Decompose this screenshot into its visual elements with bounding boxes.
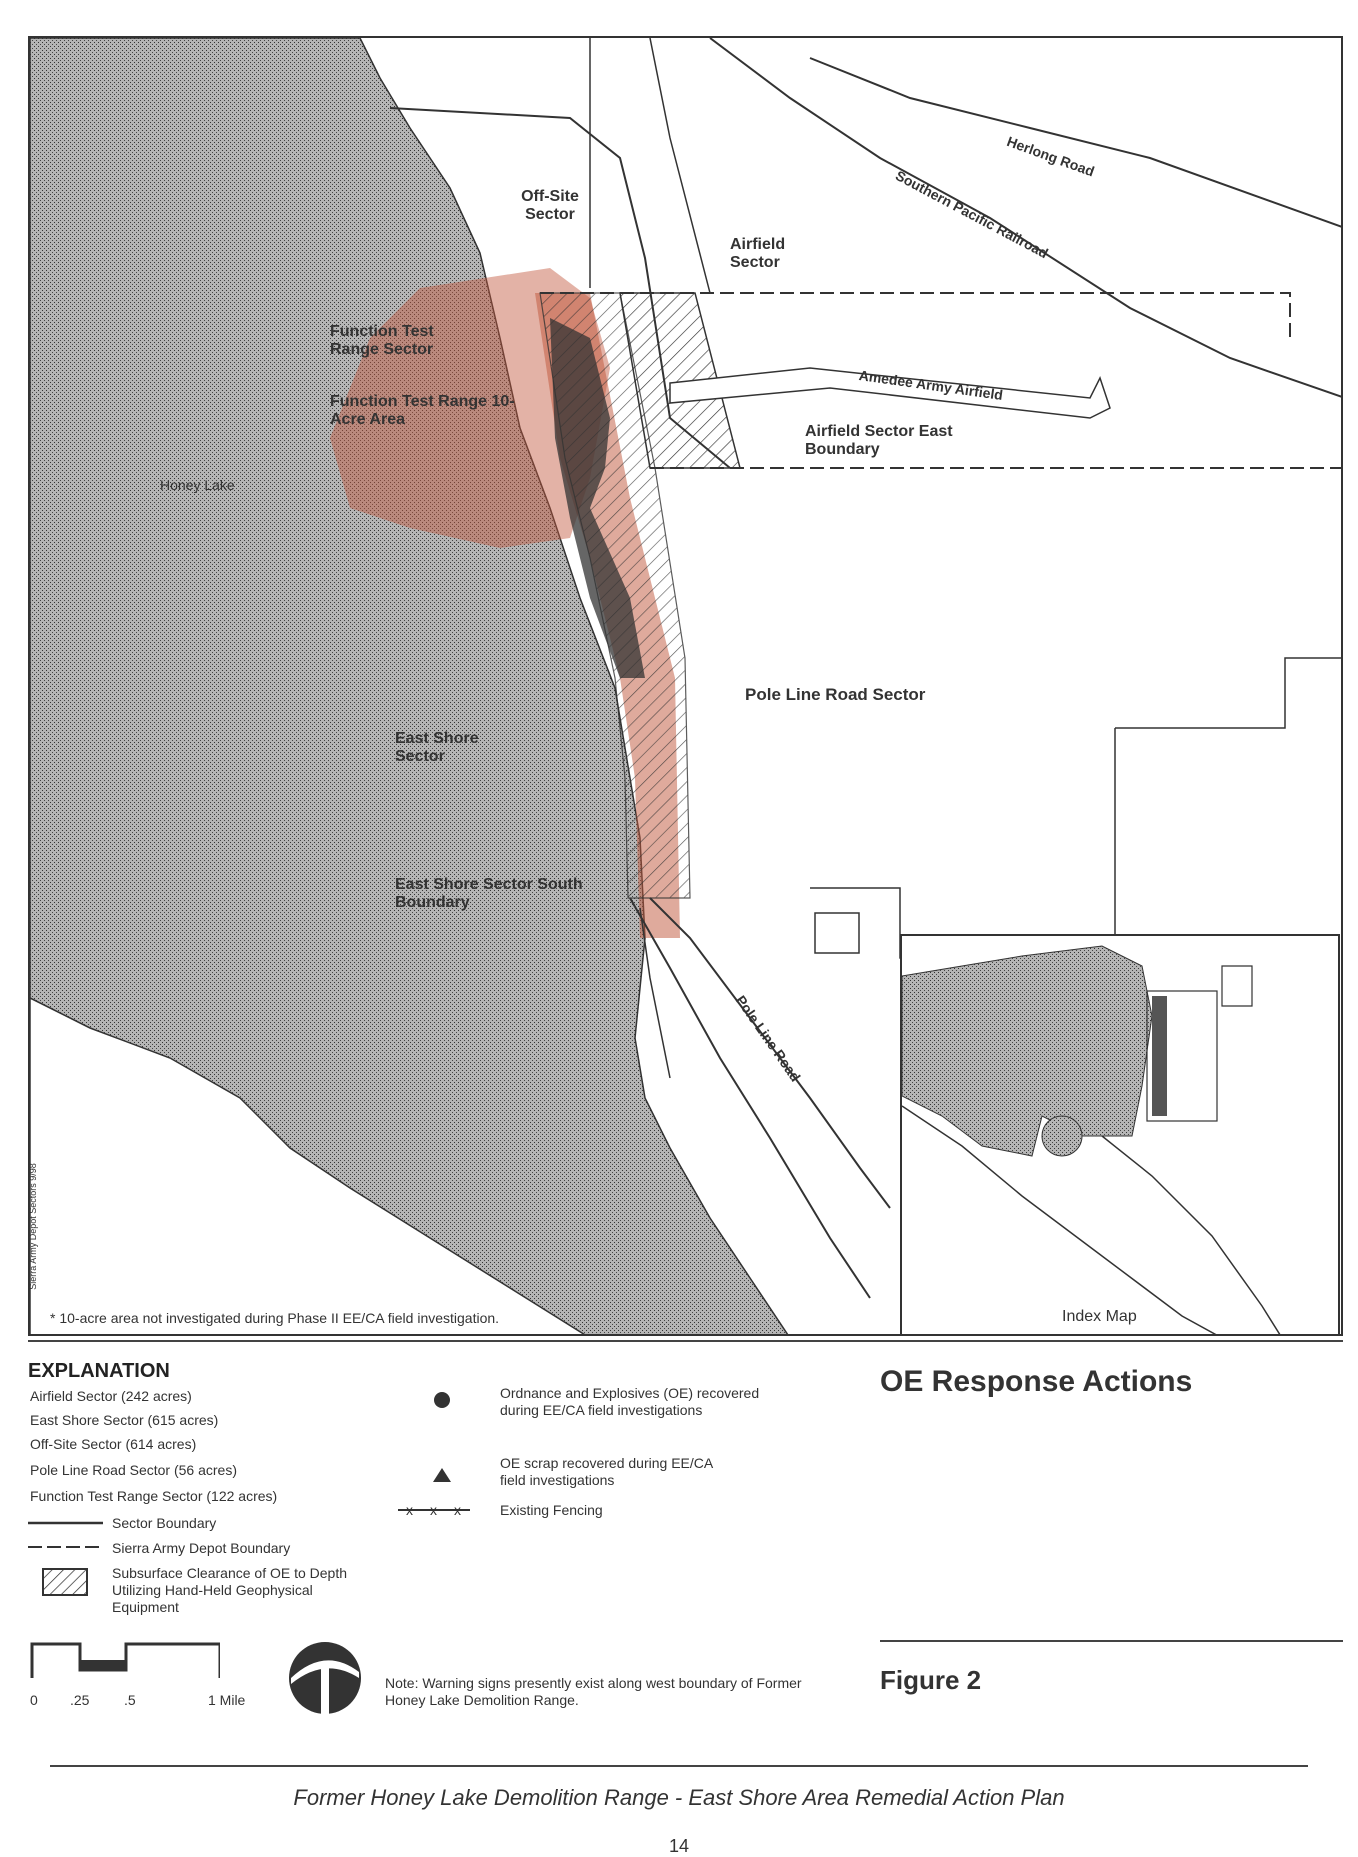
expl-sector-off-site: Off-Site Sector (614 acres) [30, 1436, 197, 1452]
legend-fencing: Existing Fencing [500, 1502, 603, 1518]
label-airfield-sector-east-boundary: Airfield Sector East Boundary [805, 423, 953, 458]
building-1 [814, 912, 860, 954]
label-east-shore-sector-south-boundary: East Shore Sector South Boundary [395, 876, 583, 911]
map-frame: Off-Site Sector Airfield Sector Herlong … [28, 36, 1343, 1336]
expl-sector-airfield: Airfield Sector (242 acres) [30, 1388, 192, 1404]
footer-rule [50, 1765, 1308, 1767]
index-map-canvas [902, 945, 1281, 1334]
expl-sector-function-test-range: Function Test Range Sector (122 acres) [30, 1488, 278, 1504]
map-canvas [30, 38, 1341, 1334]
legend-sector-boundary: Sector Boundary [112, 1515, 217, 1531]
legend-lines [28, 1521, 103, 1548]
north-arrow-icon [289, 1642, 361, 1714]
herlong-road [809, 57, 1341, 228]
label-pole-line-road-sector: Pole Line Road Sector [745, 685, 926, 704]
svg-text:x: x [406, 1502, 413, 1518]
label-airfield-sector: Airfield Sector [730, 236, 786, 271]
footnote: * 10-acre area not investigated during P… [50, 1310, 500, 1326]
divider-top [28, 1340, 1343, 1342]
oe-cluster [550, 318, 645, 678]
expl-sector-pole-line-road: Pole Line Road Sector (56 acres) [30, 1462, 237, 1478]
page-number: 14 [668, 1836, 690, 1856]
figure-rule [880, 1640, 1343, 1642]
clearance-swatch [42, 1568, 88, 1596]
figure-title: OE Response Actions [880, 1365, 1193, 1398]
label-honey-lake: Honey Lake [160, 477, 235, 493]
function-test-range-red [330, 268, 610, 548]
footer-caption: Former Honey Lake Demolition Range - Eas… [293, 1785, 1065, 1810]
label-function-test-range-10acre: Function Test Range 10-Acre Area [330, 393, 515, 428]
index-map: Index Map [900, 934, 1340, 1334]
depot-boundary-top [540, 292, 1291, 338]
svg-text:x: x [430, 1502, 437, 1518]
index-map-title: Index Map [1062, 1308, 1137, 1325]
oe-scrap-icon [433, 1468, 451, 1482]
expl-sector-east-shore: East Shore Sector (615 acres) [30, 1412, 219, 1428]
label-function-test-range-sector: Function Test Range Sector [330, 323, 434, 358]
oe-recovered-icon [434, 1392, 450, 1408]
fencing-swatch: x x x [398, 1502, 470, 1518]
explanation-title: EXPLANATION [28, 1360, 170, 1382]
label-east-shore-sector: East Shore Sector [395, 730, 479, 765]
pole-line-road-line [649, 897, 891, 1209]
side-credit: Sierra Army Depot Sectors 9/98 [28, 1163, 38, 1290]
legend-oe-scrap: OE scrap recovered during EE/CA field in… [500, 1455, 713, 1488]
warning-note: Note: Warning signs presently exist alon… [385, 1675, 802, 1708]
scale-tick-025: .25 [70, 1692, 90, 1708]
amedee-airfield [669, 367, 1111, 419]
legend-depot-boundary: Sierra Army Depot Boundary [112, 1540, 291, 1556]
legend-oe-recovered: Ordnance and Explosives (OE) recovered d… [500, 1385, 760, 1418]
scale-tick-0: 0 [30, 1692, 38, 1708]
scale-bar [30, 1642, 220, 1678]
svg-text:x: x [454, 1502, 461, 1518]
southern-pacific-railroad [709, 38, 1341, 398]
scale-tick-1mile: 1 Mile [208, 1692, 246, 1708]
legend-clearance: Subsurface Clearance of OE to Depth Util… [112, 1565, 348, 1615]
scale-tick-05: .5 [124, 1692, 136, 1708]
figure-number: Figure 2 [880, 1665, 982, 1695]
label-off-site-sector: Off-Site Sector [521, 188, 579, 223]
